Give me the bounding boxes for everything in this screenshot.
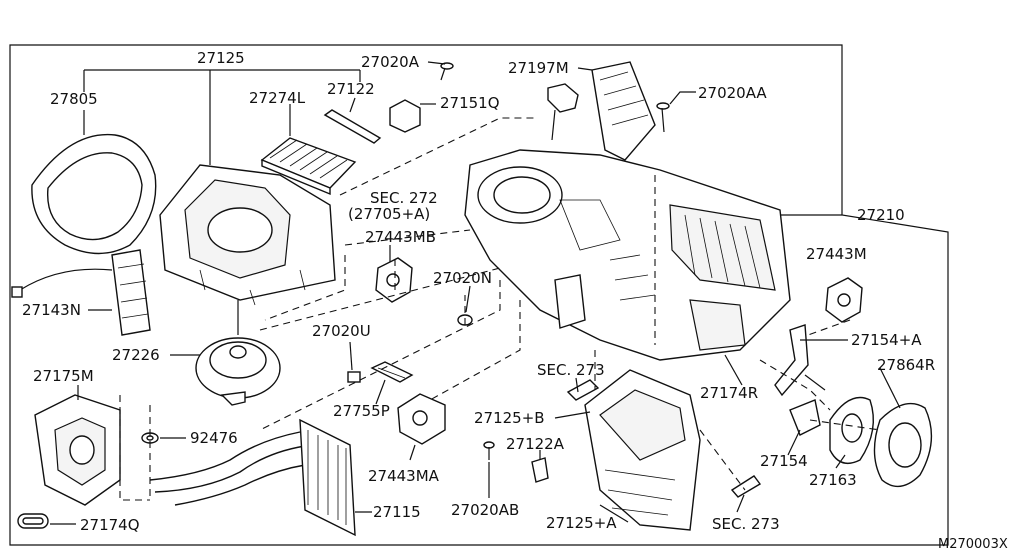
label-27864R: 27864R (877, 356, 935, 374)
part-sec273-pad-bottom (730, 475, 762, 498)
part-27020AB-screw (483, 441, 495, 460)
part-27163-door (829, 396, 875, 464)
label-27226: 27226 (112, 346, 160, 364)
label-27174Q: 27174Q (80, 516, 140, 534)
labels: 27125 27020A 27197M 27020AA 27805 27122 … (22, 49, 1008, 552)
part-27210-hvac-unit (464, 149, 791, 361)
part-27443MA-actuator (397, 393, 446, 445)
label-27122A: 27122A (506, 435, 565, 453)
label-27197M: 27197M (508, 59, 569, 77)
label-27143N: 27143N (22, 301, 81, 319)
label-92476: 92476 (190, 429, 238, 447)
part-27755P-seal (370, 361, 414, 383)
label-27154A: 27154+A (851, 331, 922, 349)
part-27020AA-bolt (656, 102, 670, 133)
part-27154A-link (774, 324, 809, 397)
part-27805-ring (31, 133, 157, 255)
label-27020A: 27020A (361, 53, 420, 71)
label-27210: 27210 (857, 206, 905, 224)
part-27125-housing (159, 164, 336, 306)
label-27020N: 27020N (433, 269, 492, 287)
part-27864R-plate (873, 402, 933, 488)
label-sec273-top: SEC. 273 (537, 361, 605, 379)
label-27443MA: 27443MA (368, 467, 440, 485)
label-27020U: 27020U (312, 322, 371, 340)
part-27175M-duct (34, 394, 121, 506)
part-27443MB-actuator (375, 257, 413, 303)
label-27174R: 27174R (700, 384, 758, 402)
label-27122: 27122 (327, 80, 375, 98)
part-27020U-pad (347, 371, 361, 383)
label-27175M: 27175M (33, 367, 94, 385)
label-27755P: 27755P (333, 402, 390, 420)
part-27020A-screw (440, 62, 454, 81)
label-sec272-ref: (27705+A) (348, 205, 430, 223)
label-27020AA: 27020AA (698, 84, 767, 102)
part-27174Q-seal (17, 513, 49, 529)
label-27125B: 27125+B (474, 409, 545, 427)
label-sec273-bottom: SEC. 273 (712, 515, 780, 533)
part-sec273-pad-top (566, 379, 600, 401)
label-27274L: 27274L (249, 89, 306, 107)
part-27154-link (789, 374, 826, 436)
label-27151Q: 27151Q (440, 94, 500, 112)
label-sec272: SEC. 272 (370, 189, 438, 207)
leader-lines (50, 61, 901, 525)
part-27443M-actuator (825, 277, 863, 323)
part-sensor-stem (547, 83, 579, 141)
part-27274L-filter (260, 137, 357, 196)
label-27115: 27115 (373, 503, 421, 521)
label-27125A: 27125+A (546, 514, 617, 532)
part-27115-heater-core (149, 418, 356, 537)
part-27122A-plug (531, 457, 549, 483)
outer-frame (9, 44, 949, 546)
diagram-code: M270003X (938, 537, 1008, 552)
label-27154: 27154 (760, 452, 808, 470)
part-27151Q-clip (389, 99, 421, 133)
label-27125: 27125 (197, 49, 245, 67)
label-27163: 27163 (809, 471, 857, 489)
part-27143N-bracket (11, 249, 151, 336)
label-27805: 27805 (50, 90, 98, 108)
part-27125A-lower-case (584, 369, 701, 531)
part-27197M-cover (591, 61, 656, 161)
part-27122-strip (323, 109, 382, 144)
label-27443M: 27443M (806, 245, 867, 263)
label-27443MB: 27443MB (365, 228, 436, 246)
assembly-lines (119, 117, 881, 501)
part-27226-motor (195, 300, 281, 406)
label-27020AB: 27020AB (451, 501, 519, 519)
